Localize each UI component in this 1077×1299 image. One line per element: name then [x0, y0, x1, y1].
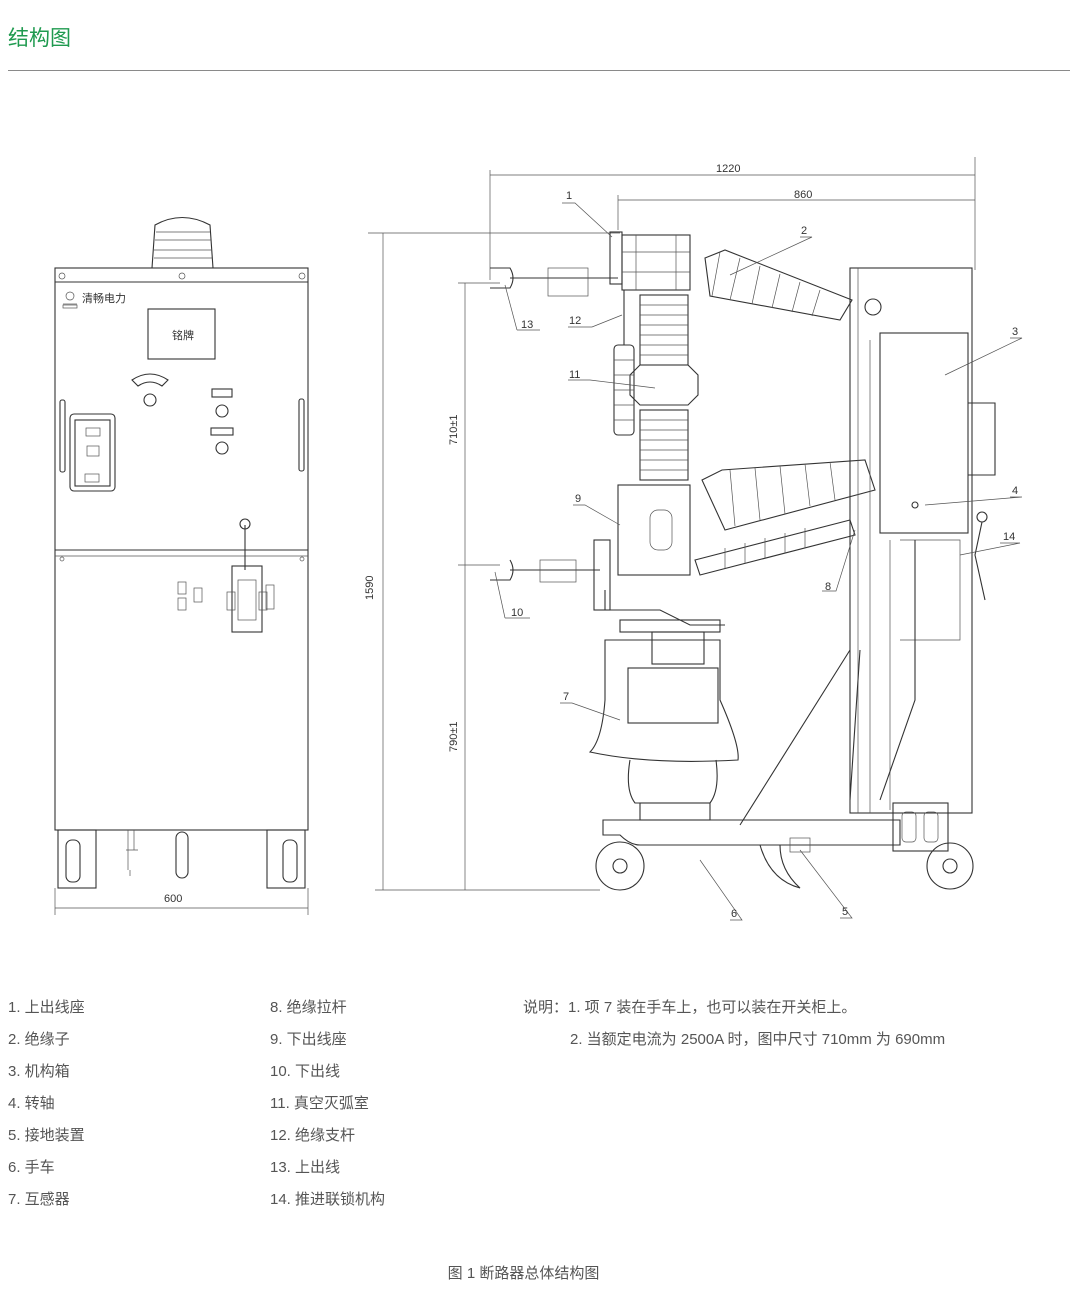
legend-item: 9. 下出线座: [270, 1031, 347, 1048]
brand-logo: [62, 291, 78, 309]
callout-13: 13: [521, 319, 533, 331]
legend-item: 12. 绝缘支杆: [270, 1127, 356, 1144]
nameplate-label: 铭牌: [172, 328, 194, 342]
dim-860: 860: [794, 189, 812, 201]
section-title: 结构图: [8, 27, 71, 50]
legend-item: 14. 推进联锁机构: [270, 1191, 386, 1208]
side-dimensions: 1220 860 1590 710±1 790±1: [364, 157, 976, 891]
callout-8: 8: [825, 581, 831, 593]
callout-10: 10: [511, 607, 523, 619]
dim-790: 790±1: [448, 721, 460, 752]
dim-600: 600: [164, 893, 182, 905]
note-1: 说明：1. 项 7 装在手车上，也可以装在开关柜上。: [523, 999, 857, 1016]
front-view: 清畅电力 铭牌 600: [54, 216, 309, 915]
legend-item: 5. 接地装置: [8, 1127, 85, 1144]
side-view: [490, 231, 996, 891]
figure-caption: 图 1 断路器总体结构图: [447, 1265, 600, 1282]
brand-text: 清畅电力: [82, 291, 126, 305]
callout-11: 11: [569, 369, 580, 381]
callout-12: 12: [569, 315, 581, 327]
note-2: 2. 当额定电流为 2500A 时，图中尺寸 710mm 为 690mm: [570, 1031, 946, 1048]
dim-1590: 1590: [364, 576, 376, 600]
legend-item: 4. 转轴: [8, 1095, 55, 1112]
notes: 说明：1. 项 7 装在手车上，也可以装在开关柜上。 2. 当额定电流为 250…: [523, 998, 945, 1062]
title-divider: [8, 70, 1070, 71]
legend-item: 6. 手车: [8, 1159, 55, 1176]
legend-column-2: 8. 绝缘拉杆 9. 下出线座 10. 下出线 11. 真空灭弧室 12. 绝缘…: [270, 998, 385, 1222]
callout-7: 7: [563, 691, 569, 703]
callout-5: 5: [842, 906, 848, 918]
structure-drawing: 清畅电力 铭牌 600 1220 860 1590 710±1 7 9: [54, 157, 1023, 921]
callouts: 1 2 3 4 5 6 7 8 9 10 11 12 13 14: [494, 190, 1023, 921]
legend-item: 3. 机构箱: [8, 1063, 70, 1080]
legend-item: 8. 绝缘拉杆: [270, 999, 347, 1016]
legend-item: 1. 上出线座: [8, 999, 85, 1016]
dim-1220: 1220: [716, 163, 740, 175]
legend-item: 2. 绝缘子: [8, 1031, 70, 1048]
callout-4: 4: [1012, 485, 1018, 497]
callout-6: 6: [731, 908, 737, 920]
dim-710: 710±1: [448, 414, 460, 445]
legend-item: 10. 下出线: [270, 1063, 341, 1080]
legend-item: 11. 真空灭弧室: [270, 1095, 369, 1112]
indicator-window: [131, 373, 169, 387]
callout-1: 1: [566, 190, 572, 202]
callout-3: 3: [1012, 326, 1018, 338]
callout-9: 9: [575, 493, 581, 505]
callout-2: 2: [801, 225, 807, 237]
legend-item: 13. 上出线: [270, 1159, 341, 1176]
callout-14: 14: [1003, 531, 1015, 543]
legend-column-1: 1. 上出线座 2. 绝缘子 3. 机构箱 4. 转轴 5. 接地装置 6. 手…: [8, 998, 85, 1222]
nameplate: [147, 308, 216, 360]
front-wheels: [57, 829, 306, 889]
legend-item: 7. 互感器: [8, 1191, 70, 1208]
